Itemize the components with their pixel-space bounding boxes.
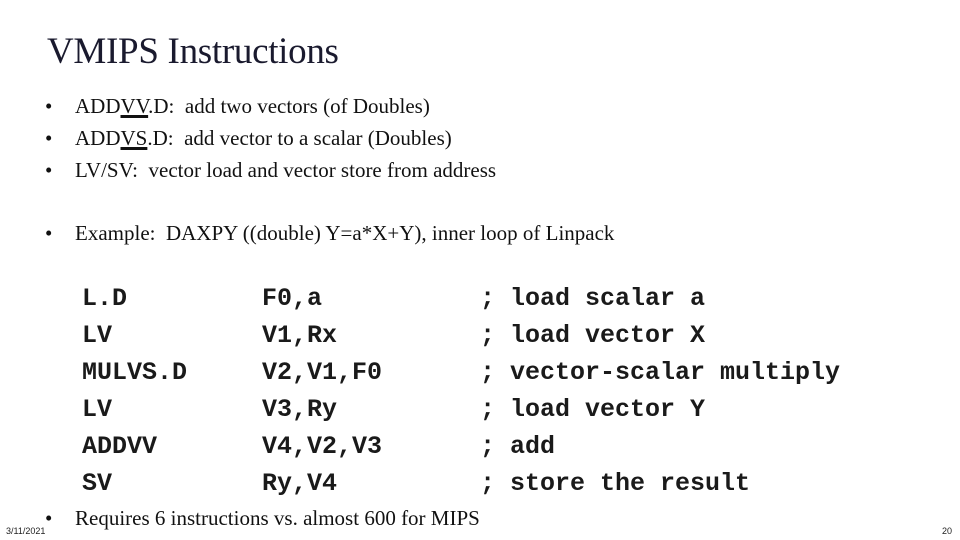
bullet-example: • Example: DAXPY ((double) Y=a*X+Y), inne… [45, 221, 614, 246]
code-args: F0,a [262, 284, 323, 313]
bullet-text: LV/SV: vector load and vector store from… [75, 158, 497, 182]
code-op: LV [82, 395, 113, 424]
code-op: ADDVV [82, 432, 158, 461]
bullet-text: Example: DAXPY ((double) Y=a*X+Y), inner… [75, 221, 615, 245]
code-args: Ry,V4 [262, 469, 338, 498]
footer-date: 3/11/2021 [6, 526, 46, 536]
bullet-text-pre: ADD [75, 126, 121, 150]
bullet-glyph: • [45, 126, 53, 150]
bullet-glyph: • [45, 506, 53, 530]
code-op: SV [82, 469, 113, 498]
bullet-text-pre: ADD [75, 94, 121, 118]
code-comment: ; load vector X [480, 321, 706, 350]
bullet-addvs: • ADDVS.D: add vector to a scalar (Double… [45, 126, 452, 151]
bullet-text-underlined: VS [120, 126, 148, 150]
code-comment: ; vector-scalar multiply [480, 358, 841, 387]
code-args: V1,Rx [262, 321, 338, 350]
bullet-glyph: • [45, 158, 53, 182]
bullet-text: Requires 6 instructions vs. almost 600 f… [75, 506, 480, 530]
code-op: L.D [82, 284, 128, 313]
bullet-requires: • Requires 6 instructions vs. almost 600 … [45, 506, 480, 531]
code-op: LV [82, 321, 113, 350]
slide-title: VMIPS Instructions [47, 31, 339, 72]
bullet-glyph: • [45, 221, 53, 245]
code-args: V2,V1,F0 [262, 358, 383, 387]
code-comment: ; store the result [480, 469, 751, 498]
page-number: 20 [942, 526, 953, 536]
bullet-text-post: .D: add two vectors (of Doubles) [148, 94, 430, 118]
bullet-text-post: .D: add vector to a scalar (Doubles) [147, 126, 452, 150]
code-comment: ; load vector Y [480, 395, 706, 424]
code-comment: ; add [480, 432, 556, 461]
code-args: V3,Ry [262, 395, 338, 424]
code-op: MULVS.D [82, 358, 188, 387]
bullet-addvv: • ADDVV.D: add two vectors (of Doubles) [45, 94, 430, 119]
bullet-text-underlined: VV [120, 94, 149, 118]
code-comment: ; load scalar a [480, 284, 706, 313]
bullet-glyph: • [45, 94, 53, 118]
code-args: V4,V2,V3 [262, 432, 383, 461]
bullet-lv-sv: • LV/SV: vector load and vector store fro… [45, 158, 496, 183]
